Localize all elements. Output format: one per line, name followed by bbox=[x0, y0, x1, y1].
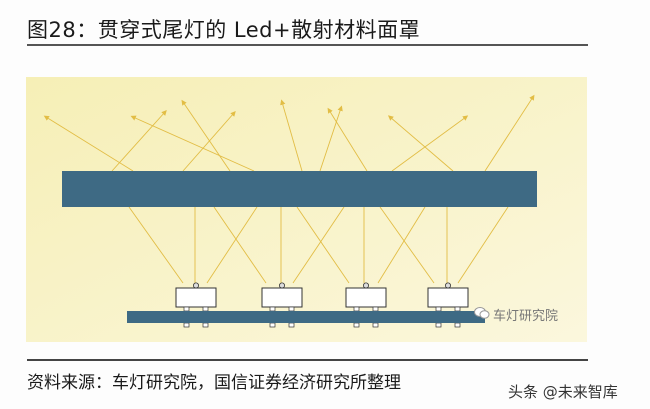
light-ray-arrow bbox=[327, 107, 368, 172]
light-ray-arrow bbox=[43, 115, 134, 172]
light-ray-arrow bbox=[319, 105, 343, 172]
figure-title: 图28：贯穿式尾灯的 Led+散射材料面罩 bbox=[27, 18, 421, 42]
light-ray bbox=[213, 206, 267, 284]
light-ray bbox=[292, 206, 345, 284]
led-chip bbox=[175, 282, 217, 328]
page-watermark: 头条 @未来智库 bbox=[508, 383, 618, 401]
light-ray-arrow bbox=[182, 110, 236, 172]
title-divider bbox=[27, 44, 588, 46]
led-array bbox=[175, 282, 469, 328]
wechat-icon bbox=[474, 307, 490, 319]
figure-watermark: 车灯研究院 bbox=[493, 309, 559, 324]
light-ray-arrow bbox=[280, 99, 303, 172]
diffuser-cover-bar bbox=[62, 171, 537, 207]
footer-divider bbox=[27, 359, 588, 361]
light-ray bbox=[296, 206, 350, 284]
light-ray bbox=[457, 206, 509, 284]
rays-above-diffuser bbox=[43, 94, 535, 172]
light-ray bbox=[379, 206, 435, 284]
light-ray bbox=[206, 206, 258, 284]
light-ray-arrow bbox=[387, 115, 454, 172]
light-ray-arrow bbox=[391, 115, 469, 172]
led-chip bbox=[345, 282, 387, 328]
led-chip bbox=[261, 282, 303, 328]
light-ray-arrow bbox=[484, 94, 535, 172]
light-ray-arrow bbox=[130, 115, 255, 172]
pcb-board bbox=[127, 311, 485, 323]
led-chip bbox=[427, 282, 469, 328]
light-ray bbox=[128, 206, 184, 284]
light-ray-arrow bbox=[111, 109, 167, 172]
source-note: 资料来源：车灯研究院，国信证券经济研究所整理 bbox=[27, 373, 401, 393]
diagram-background bbox=[26, 77, 587, 342]
light-ray bbox=[377, 206, 426, 284]
rays-below-diffuser bbox=[128, 206, 509, 284]
light-ray-arrow bbox=[181, 99, 231, 172]
